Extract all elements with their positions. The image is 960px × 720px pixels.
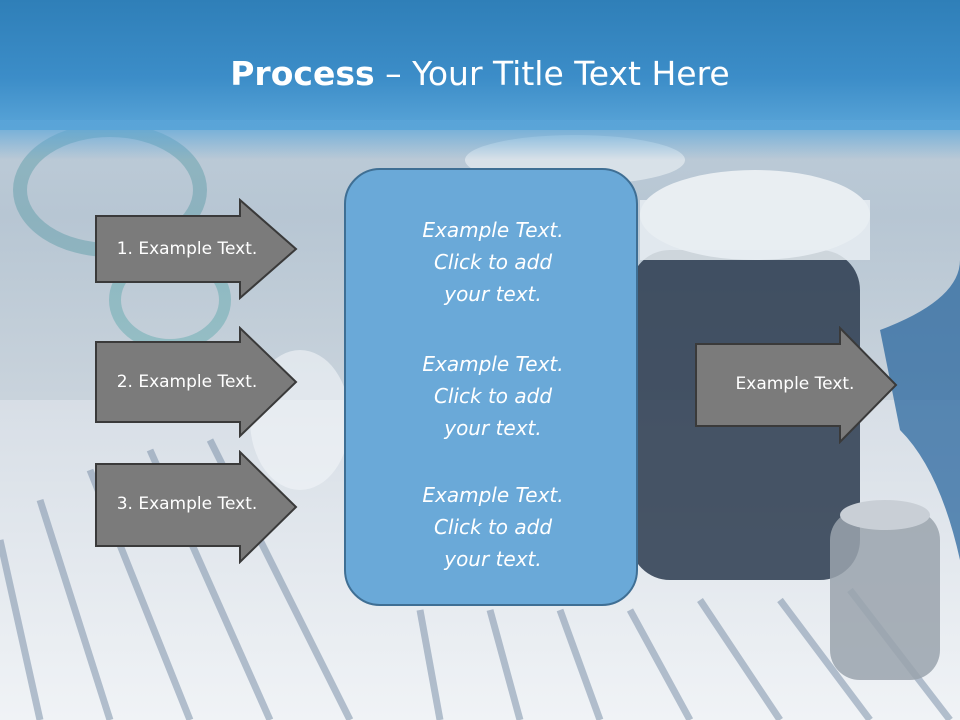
left-arrow-3[interactable] [94, 450, 300, 564]
center-block-2-line-3: your text. [444, 416, 542, 440]
title-band-fade [0, 120, 960, 160]
center-block-1-line-3: your text. [444, 282, 542, 306]
center-block-1: Example Text. Click to add your text. [346, 214, 640, 310]
left-arrow-1[interactable] [94, 198, 300, 300]
center-block-2-line-1: Example Text. [422, 352, 564, 376]
left-arrow-3-label: 3. Example Text. [116, 494, 258, 514]
left-arrow-2-label: 2. Example Text. [116, 372, 258, 392]
center-block-3-line-2: Click to add [433, 515, 553, 539]
title-bold-part: Process [230, 54, 375, 93]
center-block-1-line-1: Example Text. [422, 218, 564, 242]
right-arrow[interactable] [694, 326, 900, 444]
center-block-1-line-2: Click to add [433, 250, 553, 274]
center-block-3-line-1: Example Text. [422, 483, 564, 507]
page-title[interactable]: Process – Your Title Text Here [0, 52, 960, 96]
right-arrow-label: Example Text. [735, 374, 855, 394]
left-arrow-1-label: 1. Example Text. [116, 239, 258, 259]
center-block-2: Example Text. Click to add your text. [346, 348, 640, 444]
title-rest-part: – Your Title Text Here [374, 54, 730, 93]
center-text-box[interactable]: Example Text. Click to add your text. Ex… [344, 168, 638, 606]
center-block-2-line-2: Click to add [433, 384, 553, 408]
title-band [0, 0, 960, 130]
center-block-3-line-3: your text. [444, 547, 542, 571]
center-block-3: Example Text. Click to add your text. [346, 479, 640, 575]
left-arrow-2[interactable] [94, 326, 300, 438]
